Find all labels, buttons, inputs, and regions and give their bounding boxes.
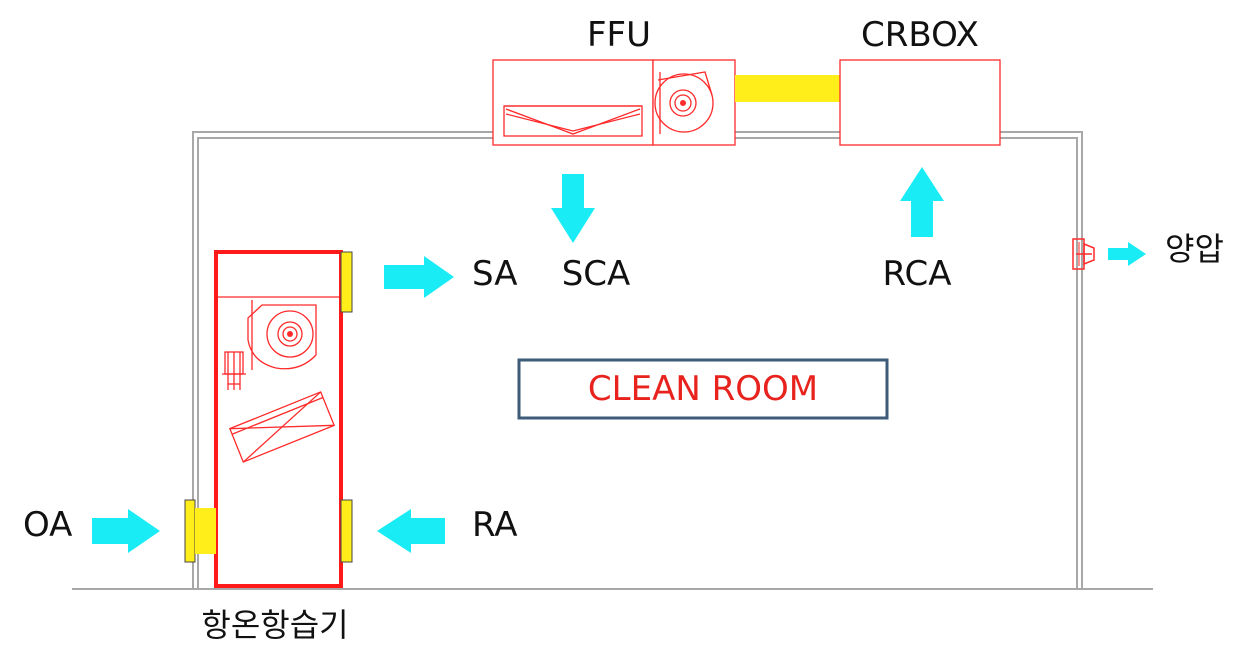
crbox-unit bbox=[839, 59, 1001, 146]
oa-label: OA bbox=[23, 505, 72, 545]
rca-arrow bbox=[900, 167, 944, 237]
ffu-label: FFU bbox=[587, 15, 651, 55]
ffu-filter-icon bbox=[503, 105, 643, 137]
ffu-filter-box bbox=[492, 59, 654, 146]
oa-arrow bbox=[92, 509, 160, 553]
ffu-crbox-duct bbox=[735, 75, 840, 102]
ahu-unit bbox=[214, 250, 343, 588]
ra-label: RA bbox=[472, 505, 518, 545]
ahu-fan-icon bbox=[247, 300, 317, 370]
ffu-unit bbox=[492, 59, 736, 146]
ra-arrow bbox=[377, 509, 445, 553]
positive-pressure-arrow bbox=[1108, 242, 1146, 266]
ffu-fan-icon bbox=[654, 71, 714, 134]
oa-duct-connector bbox=[184, 499, 216, 563]
ffu-fan-box bbox=[652, 59, 736, 146]
relief-damper-icon bbox=[1072, 238, 1095, 270]
rca-label: RCA bbox=[883, 254, 952, 294]
positive-pressure-label: 양압 bbox=[1165, 230, 1224, 268]
ra-duct-connector bbox=[340, 499, 353, 563]
ahu-damper-icon bbox=[222, 351, 246, 390]
clean-room-label: CLEAN ROOM bbox=[588, 369, 818, 409]
sca-label: SCA bbox=[562, 254, 631, 294]
crbox-label: CRBOX bbox=[861, 15, 979, 55]
sca-arrow bbox=[551, 174, 595, 243]
ahu-coil-icon bbox=[228, 391, 336, 463]
sa-duct-connector bbox=[340, 251, 353, 313]
clean-room-box bbox=[517, 358, 889, 420]
ahu-casing bbox=[214, 250, 343, 588]
sa-arrow bbox=[384, 256, 454, 298]
sa-label: SA bbox=[472, 254, 517, 294]
ahu-label: 항온항습기 bbox=[201, 606, 348, 644]
